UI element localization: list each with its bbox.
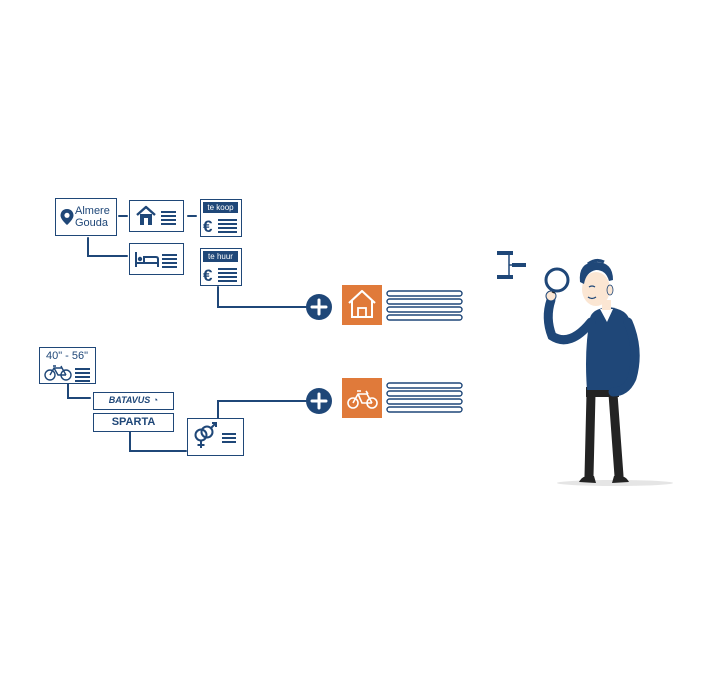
result-tile-house (342, 285, 382, 325)
connector-gender-plus (217, 400, 307, 419)
result-tile-bike (342, 378, 382, 418)
connector-size-brand (67, 383, 91, 399)
house-icon (136, 205, 176, 225)
brand-label-batavus: BATAVUS (108, 395, 151, 405)
euro-list-icon: € (203, 217, 237, 236)
brand-label-sparta: SPARTA (111, 416, 156, 428)
connector-brand-gender (129, 431, 187, 452)
svg-text:€: € (203, 266, 213, 285)
location-line-1: Almere (75, 205, 110, 217)
euro-list-icon-rent: € (203, 266, 237, 285)
house-box (129, 200, 184, 232)
man-illustration (543, 258, 673, 486)
location-box: Almere Gouda (55, 198, 117, 236)
brand-box-batavus: BATAVUS ◔ (93, 392, 174, 410)
plus-icon-bikes (306, 388, 332, 414)
plus-icon-housing (306, 294, 332, 320)
map-pin-icon (60, 209, 74, 225)
for-rent-box: te huur € (200, 248, 242, 286)
result-lines-housing (386, 290, 463, 321)
batavus-logo-icon: ◔ (152, 395, 159, 405)
gender-icon (194, 422, 236, 448)
frame-size-range: 40" - 56" (45, 350, 89, 362)
bike-icon (44, 365, 90, 382)
rental-room-box (129, 243, 184, 275)
svg-text:€: € (203, 217, 213, 236)
for-rent-tag: te huur (203, 251, 238, 262)
for-sale-tag: te koop (203, 202, 238, 213)
bed-icon (135, 252, 177, 268)
frame-size-box: 40" - 56" (39, 347, 96, 384)
location-line-2: Gouda (75, 217, 109, 229)
for-sale-box: te koop € (200, 199, 242, 237)
result-lines-bikes (386, 382, 463, 413)
gender-box (187, 418, 244, 456)
hierarchy-icon (497, 251, 526, 279)
connector-forsale-plus (217, 286, 307, 308)
connector-location-rent (87, 237, 128, 257)
brand-box-sparta: SPARTA (93, 413, 174, 432)
